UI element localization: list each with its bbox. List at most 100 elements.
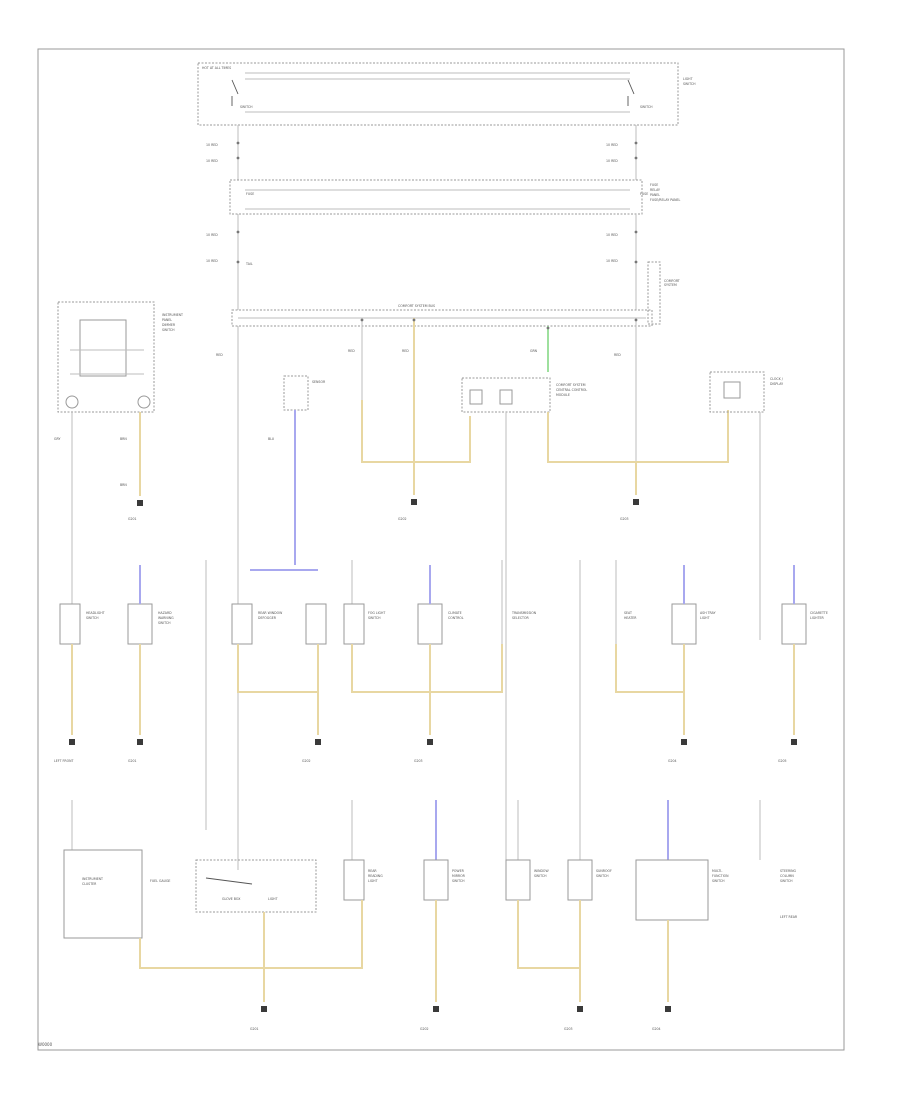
svg-text:TAIL: TAIL [245,262,253,266]
svg-text:10 RED: 10 RED [606,259,618,263]
svg-text:SENSOR: SENSOR [312,380,326,384]
svg-text:PANEL: PANEL [162,318,172,322]
svg-text:10 RED: 10 RED [606,159,618,163]
svg-text:FOG LIGHT: FOG LIGHT [368,611,385,615]
svg-text:G201: G201 [250,1027,259,1031]
svg-text:SWITCH: SWITCH [452,879,465,883]
svg-text:READING: READING [368,874,383,878]
svg-text:10 RED: 10 RED [206,143,218,147]
svg-text:FUNCTION: FUNCTION [712,874,729,878]
svg-text:SWITCH: SWITCH [534,874,547,878]
row-1-components: INSTRUMENT PANEL DIMMER SWITCH GRY BRN B… [54,301,784,880]
svg-text:G205: G205 [778,759,787,763]
svg-text:G202: G202 [398,517,407,521]
svg-text:G202: G202 [420,1027,429,1031]
svg-text:DISPLAY: DISPLAY [770,382,783,386]
top-fuse-panel: HOT AT ALL TIMES SWITCH SWITCH LIGHT SWI… [197,62,696,325]
svg-text:DIMMER: DIMMER [162,323,176,327]
svg-text:SWITCH: SWITCH [158,621,171,625]
svg-text:BLU: BLU [268,437,275,441]
svg-text:COLUMN: COLUMN [780,874,794,878]
svg-text:G201: G201 [128,759,137,763]
svg-text:RED: RED [216,353,223,357]
svg-text:LIGHT: LIGHT [683,77,693,81]
svg-text:CLOCK /: CLOCK / [770,377,784,381]
svg-text:G203: G203 [620,517,629,521]
svg-text:10 RED: 10 RED [206,259,218,263]
power-bus-label: COMFORT SYSTEM BUS [398,304,435,308]
diagram-frame [37,48,845,1051]
svg-text:SEAT: SEAT [624,611,632,615]
svg-text:SWITCH: SWITCH [712,879,725,883]
svg-text:POWER: POWER [452,869,465,873]
svg-text:LIGHT: LIGHT [700,616,710,620]
svg-text:BRN: BRN [120,483,127,487]
instrument-cluster-switch [57,301,155,413]
svg-text:REAR: REAR [368,869,377,873]
svg-text:G204: G204 [652,1027,661,1031]
svg-text:SUNROOF: SUNROOF [596,869,612,873]
svg-text:SWITCH: SWITCH [162,328,175,332]
svg-text:FUSE: FUSE [640,192,648,196]
svg-text:LIGHT: LIGHT [368,879,378,883]
svg-text:RED: RED [614,353,621,357]
fuse-block-label: FUSE/RELAY PANEL [650,198,681,202]
svg-text:SWITCH: SWITCH [780,879,793,883]
svg-text:STEERING: STEERING [780,869,797,873]
diagram-code: W0000 [38,1042,53,1047]
svg-text:FUSE: FUSE [650,183,658,187]
svg-text:GLOVE BOX: GLOVE BOX [222,897,241,901]
svg-text:PANEL: PANEL [650,193,660,197]
svg-text:LEFT FRONT: LEFT FRONT [54,759,73,763]
fuse-relay-block [229,179,643,215]
comfort-bus: COMFORT SYSTEM BUS RED RED RED GRN RED [216,304,653,870]
svg-text:RED: RED [402,349,409,353]
svg-text:REAR WINDOW: REAR WINDOW [258,611,283,615]
svg-text:SWITCH: SWITCH [86,616,99,620]
svg-text:CIGARETTE: CIGARETTE [810,611,828,615]
svg-text:ASH TRAY: ASH TRAY [700,611,716,615]
svg-text:HAZARD: HAZARD [158,611,172,615]
svg-text:SELECTOR: SELECTOR [512,616,530,620]
svg-text:G203: G203 [414,759,423,763]
svg-text:MULTI-: MULTI- [712,869,722,873]
svg-text:SWITCH: SWITCH [640,105,653,109]
instrument-cluster [63,849,143,939]
svg-text:WINDOW: WINDOW [534,869,549,873]
svg-text:DEFOGGER: DEFOGGER [258,616,277,620]
svg-text:GRN: GRN [530,349,538,353]
svg-text:INSTRUMENT: INSTRUMENT [82,877,103,881]
svg-text:CONTROL: CONTROL [448,616,464,620]
svg-text:COMFORT SYSTEM: COMFORT SYSTEM [556,383,586,387]
svg-text:GRY: GRY [54,437,60,441]
svg-text:10 RED: 10 RED [606,233,618,237]
svg-text:LEFT REAR: LEFT REAR [780,915,798,919]
light-switch-block [197,62,679,126]
svg-text:COMFORT: COMFORT [664,279,680,283]
svg-text:G201: G201 [128,517,137,521]
svg-text:RELAY: RELAY [650,188,660,192]
row-3-components: INSTRUMENT CLUSTER FUEL GAUGE GLOVE BOX … [63,800,798,1031]
svg-text:WARNING: WARNING [158,616,174,620]
svg-text:G203: G203 [564,1027,573,1031]
svg-text:HEATER: HEATER [624,616,637,620]
row-2-components: HEADLIGHT SWITCH HAZARD WARNING SWITCH G… [54,560,828,870]
svg-text:HEADLIGHT: HEADLIGHT [86,611,105,615]
svg-text:SWITCH: SWITCH [368,616,381,620]
svg-text:FUEL GAUGE: FUEL GAUGE [150,879,170,883]
svg-text:10 RED: 10 RED [206,159,218,163]
svg-text:SWITCH: SWITCH [683,82,696,86]
top-bus-label: HOT AT ALL TIMES [202,66,231,70]
svg-text:10 RED: 10 RED [206,233,218,237]
svg-text:INSTRUMENT: INSTRUMENT [162,313,183,317]
svg-text:G204: G204 [668,759,677,763]
svg-text:SWITCH: SWITCH [240,105,253,109]
svg-text:G202: G202 [302,759,311,763]
svg-text:LIGHTER: LIGHTER [810,616,825,620]
glove-box-light [195,859,317,913]
svg-text:CLUSTER: CLUSTER [82,882,97,886]
svg-text:CLIMATE: CLIMATE [448,611,462,615]
svg-text:BRN: BRN [120,437,127,441]
svg-text:FUSE: FUSE [246,192,254,196]
